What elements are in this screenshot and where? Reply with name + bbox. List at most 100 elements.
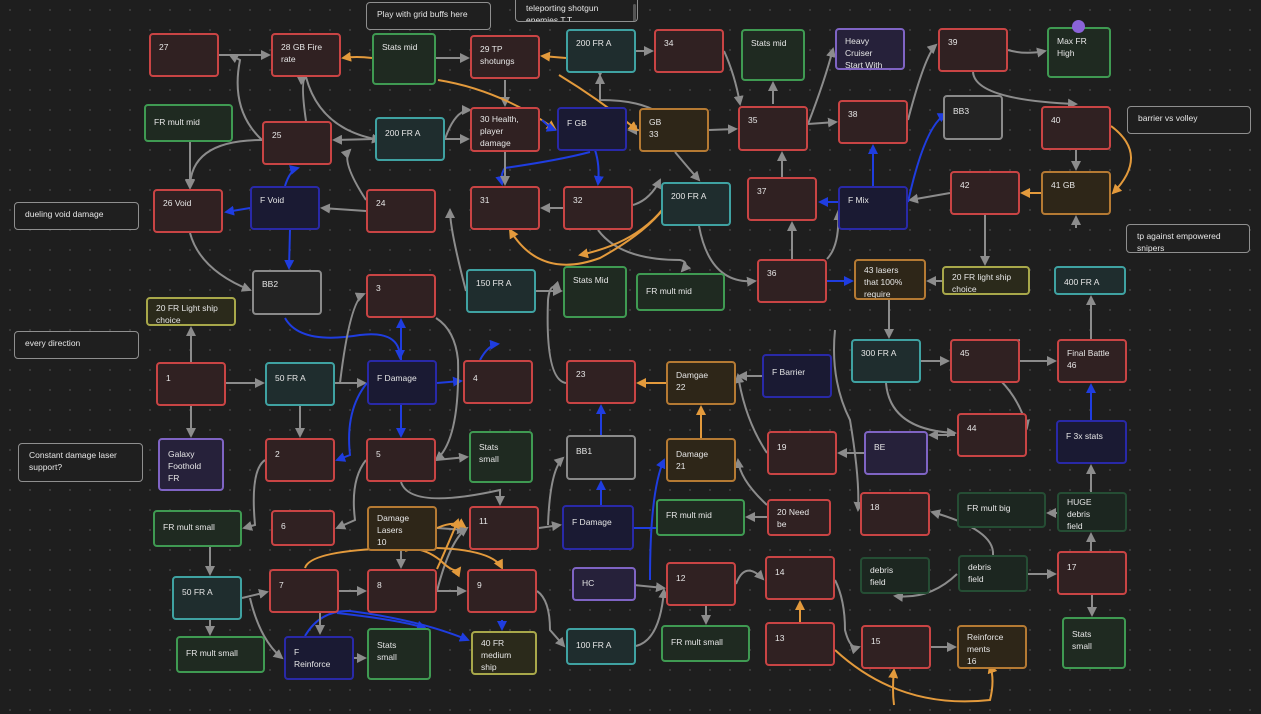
- node-f-mix[interactable]: F Mix: [838, 186, 908, 230]
- node-23[interactable]: 23: [566, 360, 636, 404]
- note-tp-snipers[interactable]: tp against empowered snipers: [1126, 224, 1250, 253]
- node-22[interactable]: Damgae 22: [666, 361, 736, 405]
- node-36[interactable]: 36: [757, 259, 827, 303]
- node-stats-small-3[interactable]: Stats small: [1062, 617, 1126, 669]
- node-f-void[interactable]: F Void: [250, 186, 320, 230]
- node-24[interactable]: 24: [366, 189, 436, 233]
- note-grid-buffs[interactable]: Play with grid buffs here: [366, 2, 491, 30]
- node-bb1[interactable]: BB1: [566, 435, 636, 480]
- node-37[interactable]: 37: [747, 177, 817, 221]
- node-21[interactable]: Damage 21: [666, 438, 736, 482]
- node-heavy-cruiser[interactable]: Heavy Cruiser Start With: [835, 28, 905, 70]
- node-stats-mid-2[interactable]: Stats mid: [741, 29, 805, 81]
- node-debris-field-1[interactable]: debris field: [860, 557, 930, 594]
- node-hc[interactable]: HC: [572, 567, 636, 601]
- node-bb2[interactable]: BB2: [252, 270, 322, 315]
- node-13[interactable]: 13: [765, 622, 835, 666]
- node-11[interactable]: 11: [469, 506, 539, 550]
- node-200fra-a[interactable]: 200 FR A: [375, 117, 445, 161]
- node-4[interactable]: 4: [463, 360, 533, 404]
- node-galaxy-foothold[interactable]: Galaxy Foothold FR: [158, 438, 224, 491]
- node-f-damage-1[interactable]: F Damage: [367, 360, 437, 405]
- selection-handle[interactable]: [1072, 20, 1085, 33]
- node-5[interactable]: 5: [366, 438, 436, 482]
- node-43-lasers[interactable]: 43 lasers that 100% require: [854, 259, 926, 300]
- node-200fra-top[interactable]: 200 FR A: [566, 29, 636, 73]
- node-8[interactable]: 8: [367, 569, 437, 613]
- node-fr-mult-small-1[interactable]: FR mult small: [153, 510, 242, 547]
- node-2[interactable]: 2: [265, 438, 335, 482]
- node-35[interactable]: 35: [738, 106, 808, 151]
- node-fr-mult-big[interactable]: FR mult big: [957, 492, 1046, 528]
- node-f-reinforce[interactable]: F Reinforce: [284, 636, 354, 680]
- node-gb33[interactable]: GB 33: [639, 108, 709, 152]
- node-9[interactable]: 9: [467, 569, 537, 613]
- node-be[interactable]: BE: [864, 431, 928, 475]
- node-reinforcements-16[interactable]: Reinforce ments 16: [957, 625, 1027, 669]
- node-f-gb[interactable]: F GB: [557, 107, 627, 151]
- note-every-direction[interactable]: every direction: [14, 331, 139, 359]
- node-31[interactable]: 31: [470, 186, 540, 230]
- node-6[interactable]: 6: [271, 510, 335, 546]
- node-stats-mid-3[interactable]: Stats Mid: [563, 266, 627, 318]
- node-40fr-medium-ship[interactable]: 40 FR medium ship: [471, 631, 537, 675]
- node-100fra[interactable]: 100 FR A: [566, 628, 636, 665]
- node-400fra[interactable]: 400 FR A: [1054, 266, 1126, 295]
- node-150fra[interactable]: 150 FR A: [466, 269, 536, 313]
- node-fr-mult-mid-3[interactable]: FR mult mid: [656, 499, 745, 536]
- node-1[interactable]: 1: [156, 362, 226, 406]
- node-34[interactable]: 34: [654, 29, 724, 73]
- node-7[interactable]: 7: [269, 569, 339, 613]
- node-3[interactable]: 3: [366, 274, 436, 318]
- node-huge-debris[interactable]: HUGE debris field: [1057, 492, 1127, 532]
- node-light-ship-20a[interactable]: 20 FR Light ship choice: [146, 297, 236, 326]
- node-30[interactable]: 30 Health, player damage: [470, 107, 540, 152]
- node-27[interactable]: 27: [149, 33, 219, 77]
- node-fr-mult-mid-2[interactable]: FR mult mid: [636, 273, 725, 311]
- node-12[interactable]: 12: [666, 562, 736, 606]
- note-constant-damage[interactable]: Constant damage laser support?: [18, 443, 143, 482]
- node-20[interactable]: 20 Need be: [767, 499, 831, 536]
- node-29[interactable]: 29 TP shotungs: [470, 35, 540, 79]
- note-teleporting[interactable]: teleporting shotgun enemies T.T: [515, 0, 638, 22]
- node-26-void[interactable]: 26 Void: [153, 189, 223, 233]
- node-f-damage-2[interactable]: F Damage: [562, 505, 634, 550]
- node-200fra-b[interactable]: 200 FR A: [661, 182, 731, 226]
- note-scrollbar[interactable]: [633, 4, 636, 21]
- node-fr-mult-mid-1[interactable]: FR mult mid: [144, 104, 233, 142]
- node-damage-lasers-10[interactable]: Damage Lasers 10: [367, 506, 437, 551]
- node-stats-small-1[interactable]: Stats small: [469, 431, 533, 483]
- node-debris-field-2[interactable]: debris field: [958, 555, 1028, 592]
- note-dueling-void[interactable]: dueling void damage: [14, 202, 139, 230]
- node-stats-mid-1[interactable]: Stats mid: [372, 33, 436, 85]
- note-barrier-volley[interactable]: barrier vs volley: [1127, 106, 1251, 134]
- node-28[interactable]: 28 GB Fire rate: [271, 33, 341, 77]
- node-45[interactable]: 45: [950, 339, 1020, 383]
- node-50fra-a[interactable]: 50 FR A: [265, 362, 335, 406]
- node-44[interactable]: 44: [957, 413, 1027, 457]
- node-38[interactable]: 38: [838, 100, 908, 144]
- node-40[interactable]: 40: [1041, 106, 1111, 150]
- node-50fra-b[interactable]: 50 FR A: [172, 576, 242, 620]
- node-stats-small-2[interactable]: Stats small: [367, 628, 431, 680]
- node-42[interactable]: 42: [950, 171, 1020, 215]
- node-light-ship-20b[interactable]: 20 FR light ship choice: [942, 266, 1030, 295]
- node-17[interactable]: 17: [1057, 551, 1127, 595]
- node-41-gb[interactable]: 41 GB: [1041, 171, 1111, 215]
- node-f-3x-stats[interactable]: F 3x stats: [1056, 420, 1127, 464]
- node-fr-mult-small-3[interactable]: FR mult small: [661, 625, 750, 662]
- node-14[interactable]: 14: [765, 556, 835, 600]
- node-25[interactable]: 25: [262, 121, 332, 165]
- node-300fra[interactable]: 300 FR A: [851, 339, 921, 383]
- node-fr-mult-small-2[interactable]: FR mult small: [176, 636, 265, 673]
- node-32[interactable]: 32: [563, 186, 633, 230]
- node-f-barrier[interactable]: F Barrier: [762, 354, 832, 398]
- node-19[interactable]: 19: [767, 431, 837, 475]
- node-18[interactable]: 18: [860, 492, 930, 536]
- node-15[interactable]: 15: [861, 625, 931, 669]
- node-39[interactable]: 39: [938, 28, 1008, 72]
- node-bb3[interactable]: BB3: [943, 95, 1003, 140]
- node-max-fr[interactable]: Max FR High: [1047, 27, 1111, 78]
- node-final-battle[interactable]: Final Battle 46: [1057, 339, 1127, 383]
